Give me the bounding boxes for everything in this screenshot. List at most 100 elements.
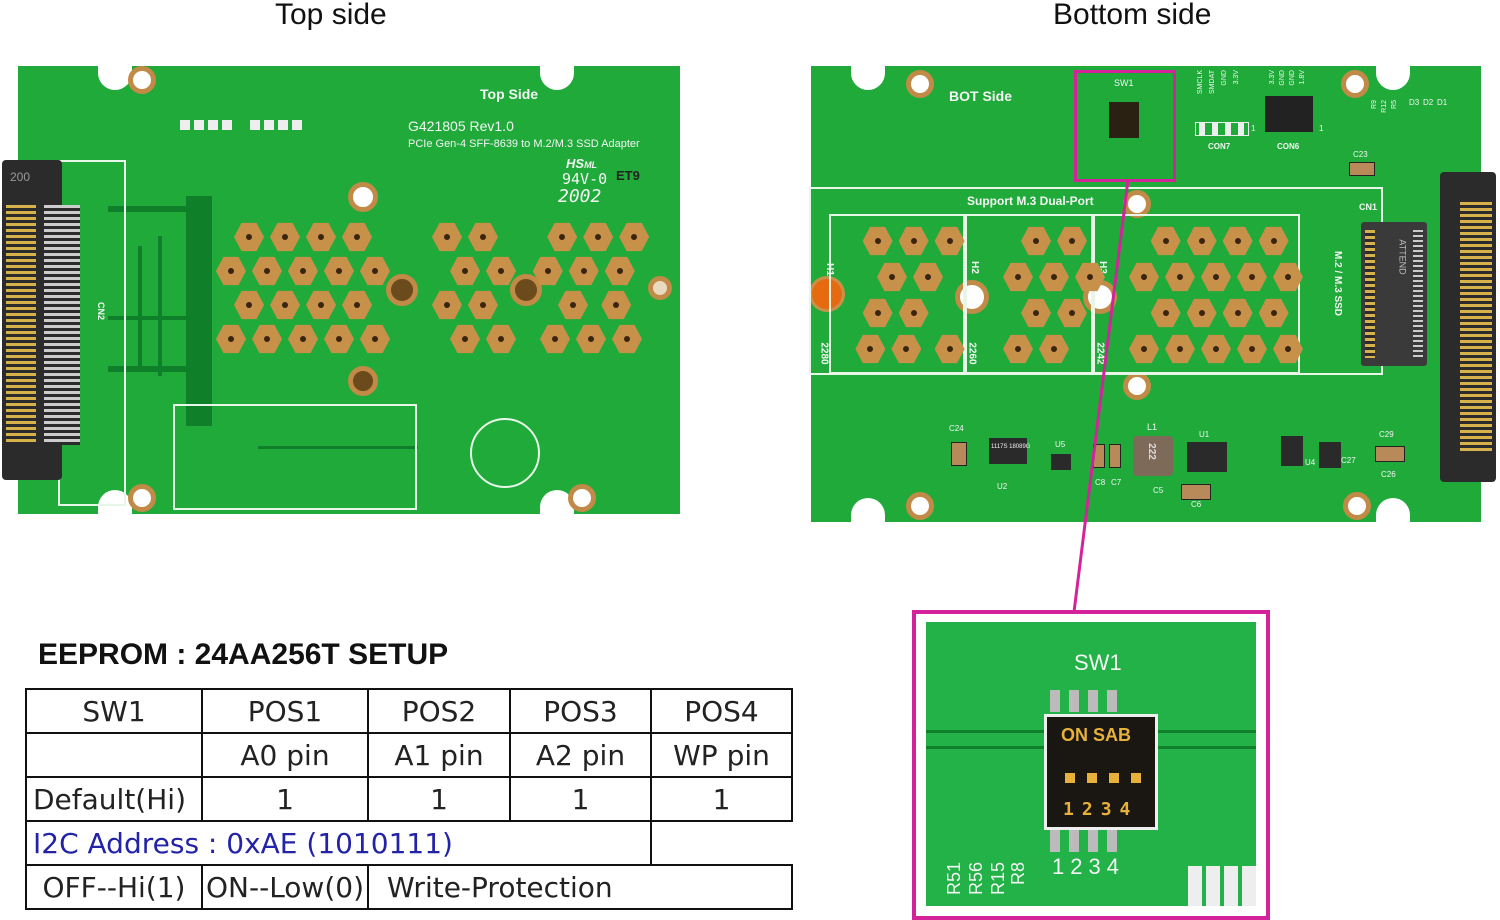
sw1-highlight-box [1074, 70, 1176, 182]
hex-pad [547, 222, 578, 252]
default-cell: 1 [650, 776, 793, 822]
header-cell: POS1 [201, 688, 369, 734]
legend-off: OFF--Hi(1) [25, 864, 203, 910]
label-c28: C29 [1379, 430, 1394, 439]
con6-label: CON6 [1277, 142, 1300, 151]
top-side-label: Top Side [480, 86, 539, 102]
connector-label: 200 [10, 170, 31, 184]
label-u4: C27 [1341, 456, 1356, 465]
top-side-title: Top side [275, 0, 387, 31]
hex-pad [576, 324, 606, 354]
hex-pad [1165, 334, 1195, 364]
pin-number-4: 4 [1106, 854, 1125, 879]
sff8639-connector-bottom [1440, 172, 1496, 482]
zoom-r8: R8 [1008, 862, 1028, 886]
cap-c7 [1109, 444, 1121, 468]
default-cell: 1 [367, 776, 511, 822]
zoom-r56: R56 [966, 862, 986, 896]
hex-pad [558, 290, 588, 320]
switch-toggle-1[interactable] [1065, 773, 1075, 783]
hex-pad [568, 256, 599, 286]
header-cell: POS4 [650, 688, 793, 734]
chip-u5 [1051, 454, 1071, 470]
hex-pad [486, 256, 516, 286]
label-u1: U1 [1199, 430, 1210, 439]
hex-pad [612, 324, 642, 354]
hex-pad [898, 226, 929, 256]
default-cell: 1 [509, 776, 652, 822]
hex-pad [898, 298, 929, 328]
hex-pad [234, 290, 264, 320]
header-cell: SW1 [25, 688, 203, 734]
switch-toggle-3[interactable] [1109, 773, 1119, 783]
hex-pad [601, 290, 632, 320]
hex-pad [450, 324, 480, 354]
hex-pad [1003, 334, 1033, 364]
maker-mark: HSML [566, 156, 597, 171]
empty-cell [650, 821, 792, 865]
support-label: Support M.3 Dual-Port [967, 194, 1094, 208]
hex-pad [1273, 262, 1303, 292]
pin-cell [25, 732, 203, 778]
sw1-label: SW1 [1114, 78, 1134, 88]
hex-pad [1222, 226, 1253, 256]
led-d3: D3 [1409, 98, 1420, 107]
switch-toggle-4[interactable] [1131, 773, 1141, 783]
switch-pins-top [1050, 690, 1126, 712]
hex-pad [913, 262, 943, 292]
pin-numbers: 1234 [1052, 854, 1125, 880]
top-board: Top Side G421805 Rev1.0 PCIe Gen-4 SFF-8… [18, 66, 680, 514]
hex-pad [432, 290, 462, 320]
con7-header [1195, 122, 1249, 136]
chip-u1 [1187, 442, 1227, 472]
hex-pad [1186, 226, 1217, 256]
label-c7: C7 [1111, 478, 1122, 487]
hex-pad [1165, 262, 1195, 292]
hex-pad [1150, 298, 1181, 328]
hex-pad [450, 256, 480, 286]
maker-mark-text: HS [566, 156, 585, 171]
u2-marking: 1117S 18089G [991, 444, 1031, 450]
con7-pin1-mark: 1 [1251, 124, 1256, 133]
hex-pad [1003, 262, 1033, 292]
header-cell: POS3 [509, 688, 652, 734]
hex-pad [532, 256, 563, 286]
switch-number-2: 2 [1081, 799, 1101, 820]
led-d1: D1 [1437, 98, 1448, 107]
hex-pad [862, 226, 893, 256]
pin-cell: A0 pin [201, 732, 369, 778]
code-mark: ET9 [616, 168, 640, 183]
pin-cell: WP pin [650, 732, 793, 778]
hex-pad [862, 298, 893, 328]
legend-on: ON--Low(0) [201, 864, 369, 910]
sw1-zoom-panel: SW1 ON SAB 1234 1234 R8 R15 R56 R51 [912, 610, 1270, 920]
i2c-address: I2C Address : 0xAE (1010111) [25, 820, 652, 866]
hex-pad [324, 324, 354, 354]
hex-pad [1150, 226, 1181, 256]
hex-pad [1273, 334, 1303, 364]
switch-toggle-2[interactable] [1087, 773, 1097, 783]
hex-pad [1201, 334, 1231, 364]
hex-pad [234, 222, 264, 252]
pin-number-3: 3 [1088, 854, 1107, 879]
hex-pad [1222, 298, 1253, 328]
table-row-pins: A0 pin A1 pin A2 pin WP pin [25, 732, 793, 778]
label-l1: L1 [1147, 422, 1158, 432]
board-model: G421805 Rev1.0 [408, 118, 514, 134]
hex-pad [288, 324, 318, 354]
hex-pad [855, 334, 886, 364]
hex-pad [324, 256, 354, 286]
hex-pad [252, 324, 282, 354]
hex-pad [1186, 298, 1217, 328]
hex-pad [604, 256, 635, 286]
hex-pad [306, 222, 336, 252]
hex-pad [1021, 226, 1051, 256]
hex-pad [877, 262, 907, 292]
cn1-label: CN1 [1359, 202, 1378, 212]
cap-c23 [1349, 162, 1375, 176]
board-description: PCIe Gen-4 SFF-8639 to M.2/M.3 SSD Adapt… [408, 138, 640, 150]
pin-number-1: 1 [1052, 854, 1071, 879]
table-row-header: SW1 POS1 POS2 POS3 POS4 [25, 688, 793, 734]
label-c29: C26 [1381, 470, 1396, 479]
table-row-legend: OFF--Hi(1) ON--Low(0) Write-Protection [25, 864, 793, 910]
